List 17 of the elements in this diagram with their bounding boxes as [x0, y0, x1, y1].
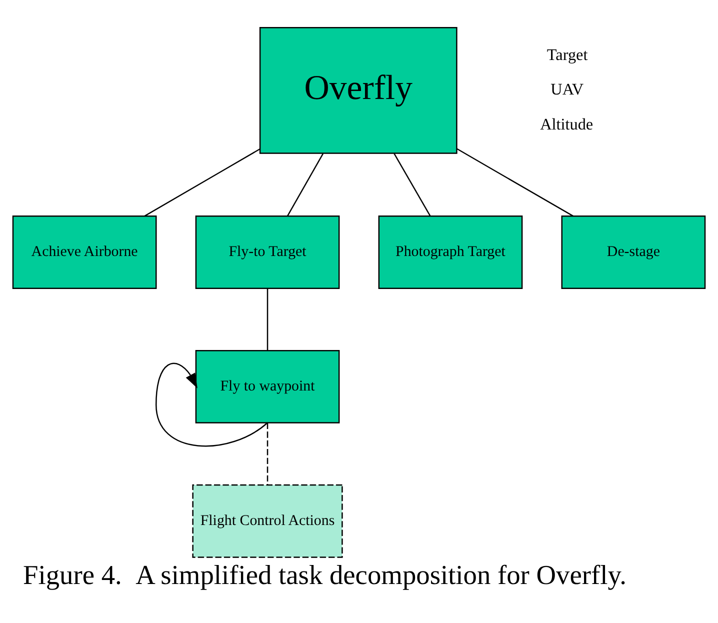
caption: Figure 4. A simplified task decomposition for Overfly.: [23, 560, 626, 590]
connector: [266, 288, 268, 350]
node-box: Photograph Target: [378, 215, 523, 288]
connector: [394, 152, 431, 216]
node-box: Overfly: [259, 26, 458, 154]
connector: [456, 148, 574, 216]
node-label: Target: [546, 46, 588, 64]
node-box: Fly-to Target: [195, 215, 340, 288]
node-box: Flight Control Actions: [192, 484, 343, 558]
connector: [286, 152, 324, 216]
connector: [266, 422, 268, 484]
connector: [144, 148, 260, 216]
node-box: De-stage: [561, 215, 706, 288]
node-label: UAV: [550, 81, 584, 98]
node-label: Altitude: [540, 116, 594, 134]
node-box: Achieve Airborne: [12, 215, 157, 288]
node-box: Fly to waypoint: [195, 349, 340, 423]
